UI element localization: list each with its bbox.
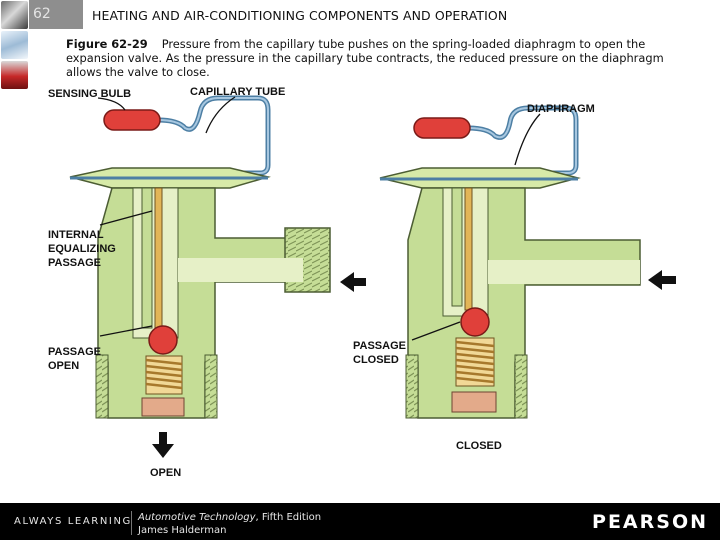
chapter-number: 62 [29,0,83,29]
label-passage: PASSAGE [48,257,101,269]
outflow-arrow [152,432,174,458]
red-car-thumbnail-icon [1,61,28,89]
valve-closed: DIAPHRAGM PASSAGE CLOSED CLOSED [353,103,676,452]
valve-seat [452,392,496,412]
label-internal: INTERNAL [48,229,104,241]
book-edition: , Fifth Edition [256,512,322,523]
figure-label: Figure 62-29 [66,37,148,51]
engine-thumbnail-icon [1,1,28,29]
caption-text: Pressure from the capillary tube pushes … [66,37,664,79]
label-sensing-bulb: SENSING BULB [48,88,131,100]
label-passage-closed-1: PASSAGE [353,340,406,352]
book-info: Automotive Technology, Fifth Edition Jam… [138,511,321,537]
label-closed: CLOSED [456,440,502,452]
ice-thumbnail-icon [1,31,28,59]
inflow-arrow [340,272,366,292]
inflow-arrow [648,270,676,290]
label-passage-open-1: PASSAGE [48,346,101,358]
capillary-tube [468,108,576,173]
equalizing-passage [452,188,462,306]
pearson-logo: PEARSON [592,511,708,533]
capillary-tube [158,98,268,173]
valve-ball [461,308,489,336]
footer-divider [131,511,132,535]
valve-spring [456,338,494,386]
expansion-valve-diagram: SENSING BULB CAPILLARY TUBE INTERNAL EQU… [40,80,680,485]
label-passage-open-2: OPEN [48,360,79,372]
sensing-bulb [104,110,160,130]
label-capillary-tube: CAPILLARY TUBE [190,86,285,98]
valve-open: SENSING BULB CAPILLARY TUBE INTERNAL EQU… [48,86,366,479]
always-learning-tagline: ALWAYS LEARNING [14,516,132,527]
footer-bar: ALWAYS LEARNING Automotive Technology, F… [0,503,720,540]
thumbnail-strip [0,0,29,90]
label-diaphragm: DIAPHRAGM [527,103,595,115]
sensing-bulb [414,118,470,138]
valve-spring [146,356,182,394]
push-rod [155,188,162,330]
push-rod [465,188,472,310]
valve-seat [142,398,184,416]
book-author: James Halderman [138,525,226,536]
valve-ball [149,326,177,354]
valve-body [98,188,300,418]
label-equalizing: EQUALIZING [48,243,116,255]
equalizing-passage [142,188,152,328]
chapter-title: HEATING AND AIR-CONDITIONING COMPONENTS … [92,8,507,23]
label-open: OPEN [150,467,181,479]
book-title: Automotive Technology [138,512,256,523]
label-passage-closed-2: CLOSED [353,354,399,366]
